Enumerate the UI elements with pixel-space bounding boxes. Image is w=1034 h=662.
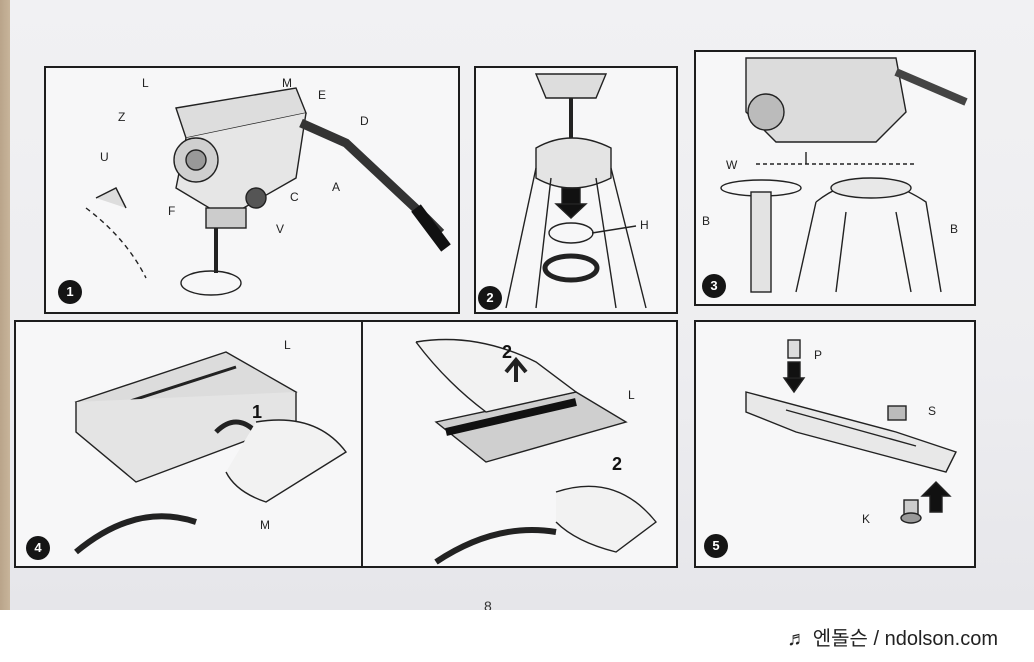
step-number-5: 5 bbox=[704, 534, 728, 558]
label-L: L bbox=[142, 76, 149, 90]
label-A: A bbox=[332, 180, 341, 194]
step-arrow-2-right: 2 bbox=[612, 454, 623, 474]
panel-step-4: L M 1 L 2 2 4 bbox=[14, 320, 678, 568]
step-number-3: 3 bbox=[702, 274, 726, 298]
panel-step-2: H 2 bbox=[474, 66, 678, 314]
step-arrow-2-top: 2 bbox=[502, 342, 513, 362]
panel-step-1: L M E Z D U C A F V 1 bbox=[44, 66, 460, 314]
step-number-4: 4 bbox=[26, 536, 50, 560]
label-Z: Z bbox=[118, 110, 126, 124]
plate-release-illustration bbox=[74, 322, 657, 566]
label-K: K bbox=[862, 512, 871, 526]
step-arrow-1: 1 bbox=[252, 402, 263, 422]
label-U: U bbox=[100, 150, 109, 164]
tripod-head-illustration bbox=[85, 87, 451, 296]
step-number-1: 1 bbox=[58, 280, 82, 304]
credit-text: ♬ 엔돌슨 / ndolson.com bbox=[787, 628, 998, 650]
leveling-bowl-illustration bbox=[720, 57, 968, 293]
panel-step-3: W B B 3 bbox=[694, 50, 976, 306]
quick-release-plate-illustration bbox=[745, 339, 957, 524]
step-number-2: 2 bbox=[478, 286, 502, 310]
page-number: 8 bbox=[484, 598, 492, 610]
label-L-left: L bbox=[284, 338, 291, 352]
label-B-right: B bbox=[950, 222, 959, 236]
label-H: H bbox=[640, 218, 649, 232]
label-P: P bbox=[814, 348, 823, 362]
label-D: D bbox=[360, 114, 369, 128]
footer: ♬ 엔돌슨 / ndolson.com bbox=[0, 610, 1034, 662]
label-L-right: L bbox=[628, 388, 635, 402]
label-F: F bbox=[168, 204, 176, 218]
label-M: M bbox=[282, 76, 292, 90]
manual-photo: L M E Z D U C A F V 1 H 2 bbox=[0, 0, 1034, 610]
label-B-left: B bbox=[702, 214, 711, 228]
label-C: C bbox=[290, 190, 299, 204]
label-V: V bbox=[276, 222, 285, 236]
label-W: W bbox=[726, 158, 738, 172]
panel-step-5: P S K 5 bbox=[694, 320, 976, 568]
label-E: E bbox=[318, 88, 327, 102]
label-M-left: M bbox=[260, 518, 270, 532]
tripod-bowl-illustration bbox=[505, 73, 647, 309]
label-S: S bbox=[928, 404, 937, 418]
